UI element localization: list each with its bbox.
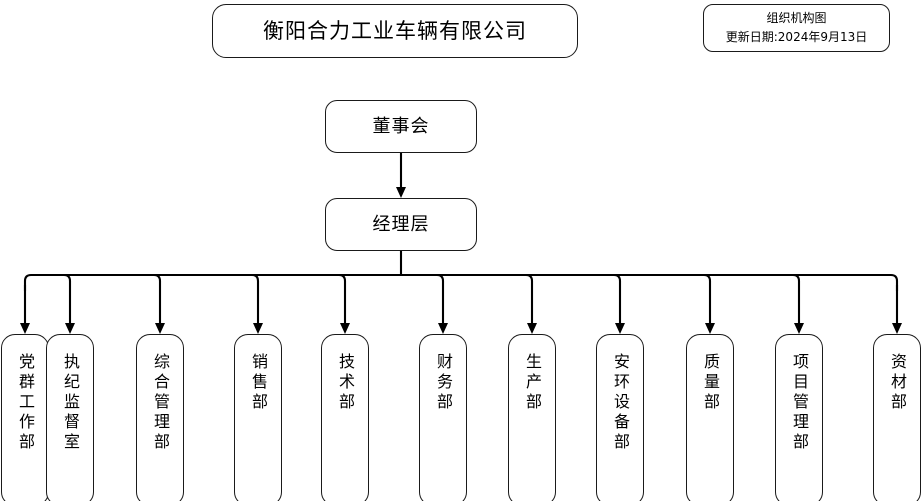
arrowhead-dept-10 (794, 323, 804, 334)
legend-box[interactable]: 组织机构图 更新日期:2024年9月13日 (703, 4, 890, 52)
department-label: 党群工作部 (16, 353, 35, 453)
arrowhead-dept-5 (340, 323, 350, 334)
connector-elbow-7 (525, 273, 534, 282)
department-label: 项目管理部 (790, 353, 809, 453)
department-label: 质量部 (701, 353, 720, 413)
arrowhead-dept-6 (438, 323, 448, 334)
department-label: 财务部 (434, 353, 453, 413)
company-title-box[interactable]: 衡阳合力工业车辆有限公司 (212, 4, 578, 58)
connector-elbow-10 (792, 273, 801, 282)
node-department-2[interactable]: 执纪监督室 (46, 334, 94, 501)
node-department-8[interactable]: 安环设备部 (596, 334, 644, 501)
connector-elbow-6 (436, 273, 445, 282)
connector-elbow-4 (251, 273, 260, 282)
node-department-5[interactable]: 技术部 (321, 334, 369, 501)
connector-elbow-2 (63, 273, 72, 282)
department-label: 安环设备部 (611, 353, 630, 453)
legend-title-label: 组织机构图 (766, 11, 827, 26)
arrowhead-dept-3 (155, 323, 165, 334)
department-label: 销售部 (249, 353, 268, 413)
arrowhead-dept-1 (20, 323, 30, 334)
node-department-10[interactable]: 项目管理部 (775, 334, 823, 501)
department-label: 综合管理部 (151, 353, 170, 453)
department-label: 技术部 (336, 353, 355, 413)
connector-elbow-5 (338, 273, 347, 282)
arrowhead-dept-7 (527, 323, 537, 334)
node-department-3[interactable]: 综合管理部 (136, 334, 184, 501)
node-department-6[interactable]: 财务部 (419, 334, 467, 501)
company-title-label: 衡阳合力工业车辆有限公司 (263, 18, 527, 43)
connector-horizontal-bus (23, 273, 899, 291)
node-department-7[interactable]: 生产部 (508, 334, 556, 501)
node-department-11[interactable]: 资材部 (873, 334, 921, 501)
board-label: 董事会 (372, 115, 430, 137)
node-department-4[interactable]: 销售部 (234, 334, 282, 501)
arrowhead-dept-11 (892, 323, 902, 334)
arrowhead-dept-8 (615, 323, 625, 334)
legend-updated-label: 更新日期:2024年9月13日 (725, 30, 868, 44)
node-department-9[interactable]: 质量部 (686, 334, 734, 501)
arrowhead-dept-4 (253, 323, 263, 334)
department-label: 生产部 (523, 353, 542, 413)
connector-elbow-8 (613, 273, 622, 282)
management-label: 经理层 (372, 213, 430, 235)
arrowhead-dept-2 (65, 323, 75, 334)
arrowhead-management (396, 187, 406, 198)
department-label: 执纪监督室 (61, 353, 80, 453)
node-department-1[interactable]: 党群工作部 (1, 334, 49, 501)
node-management-layer[interactable]: 经理层 (325, 198, 477, 251)
department-label: 资材部 (888, 353, 907, 413)
arrowhead-dept-9 (705, 323, 715, 334)
connector-elbow-9 (703, 273, 712, 282)
node-board-of-directors[interactable]: 董事会 (325, 100, 477, 153)
connector-elbow-3 (153, 273, 162, 282)
